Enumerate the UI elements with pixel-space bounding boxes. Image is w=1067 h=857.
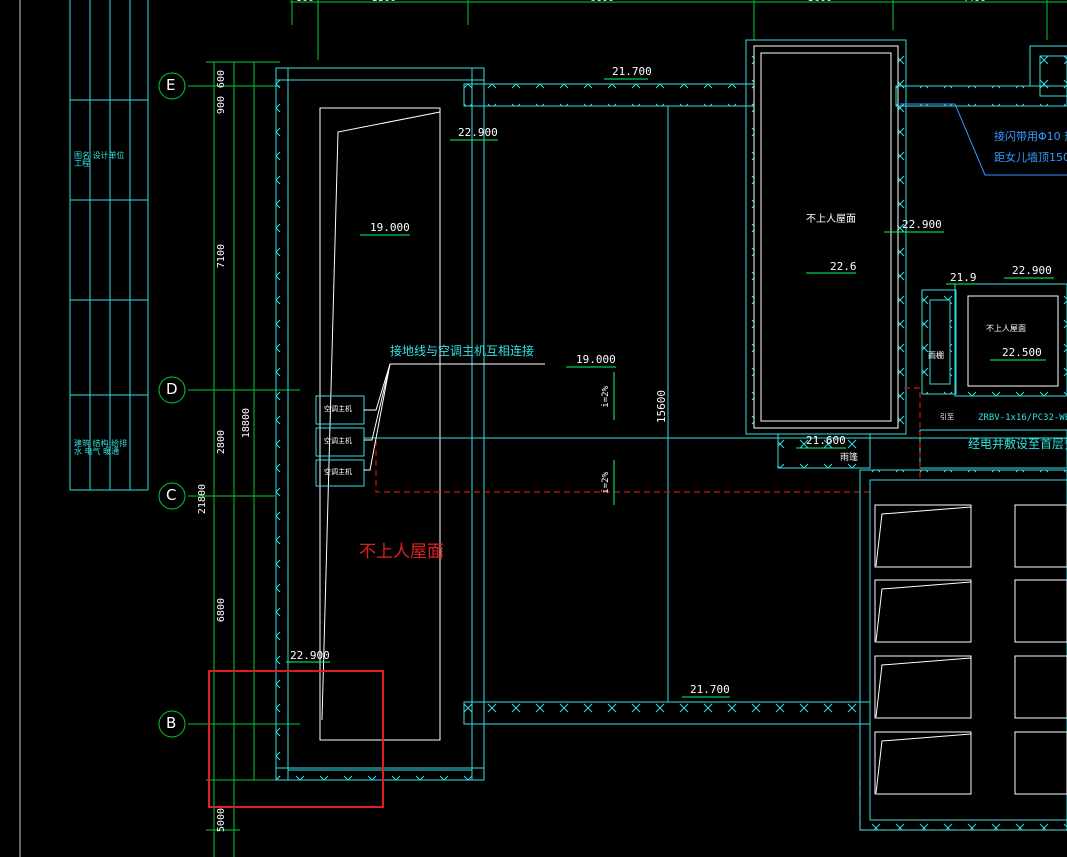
roof-label-red: 不上人屋面 [359, 542, 444, 562]
dim-top-3600: 3600 [808, 0, 832, 4]
dim-5000: 5000 [216, 808, 227, 833]
ground-note: 接地线与空调主机互相连接 [390, 344, 535, 358]
axis-label-c: C [166, 486, 177, 504]
slope-2: i=2% [601, 472, 611, 494]
roof-label-right: 不上人屋面 [806, 214, 856, 225]
dim-6800: 6800 [216, 598, 227, 623]
dim-900: 900 [216, 96, 227, 115]
dim-top-4400: 4400 [962, 0, 986, 4]
ac-label-3: 空调主机 [324, 468, 352, 476]
window-grid [859, 469, 1067, 831]
dim-15600: 15600 [655, 390, 668, 424]
elev-22900-left: 22.900 [458, 126, 498, 139]
title-block-text-b: 建筑 结构 给排水 电气 暖通 [74, 439, 128, 456]
elev-21-9: 21.9 [950, 271, 977, 284]
elev-19000-left: 19.000 [370, 221, 410, 234]
highlight-box[interactable] [208, 670, 384, 808]
dim-7100: 7100 [216, 244, 227, 269]
slope-1: i=2% [601, 386, 611, 408]
elev-22900-right: 22.900 [902, 218, 942, 231]
cable-label: ZRBV-1x16/PC32-WE [978, 413, 1067, 423]
dim-top-3300: 3300 [372, 0, 396, 4]
canopy-label-2: 雨篷 [840, 453, 859, 463]
elev-22900-bottom: 22.900 [290, 649, 330, 662]
dim-600: 600 [216, 70, 227, 89]
elev-21600: 21.600 [806, 434, 846, 447]
right-block [745, 39, 907, 435]
grid-lines [188, 0, 1067, 857]
dim-21800: 21800 [197, 484, 208, 515]
ac-label-1: 空调主机 [324, 405, 352, 413]
ac-label-2: 空调主机 [324, 437, 352, 445]
roof-label-small: 不上人屋面 [986, 324, 1026, 333]
axis-bubble-e [158, 72, 186, 100]
elev-22500: 22.500 [1002, 346, 1042, 359]
blue-note-2: 距女儿墙顶150, 每 [994, 151, 1067, 164]
elev-22-6: 22.6 [830, 260, 857, 273]
blue-note-1: 接闪带用Φ10 热镀锌 [994, 130, 1067, 143]
blue-leader [900, 103, 1067, 176]
elev-21700-top: 21.700 [612, 65, 652, 78]
axis-label-e: E [166, 76, 176, 94]
axis-bubble-b [158, 710, 186, 738]
small-block [777, 283, 1067, 469]
ac-units [315, 363, 1067, 487]
dim-top-6600: 6600 [590, 0, 614, 4]
dim-18800: 18800 [241, 408, 252, 439]
title-block-text-a: 图名 设计单位 工程 [74, 151, 125, 168]
elev-21700-bottom: 21.700 [690, 683, 730, 696]
title-block [19, 0, 149, 857]
axis-label-d: D [166, 380, 178, 398]
central-parapets [463, 83, 920, 725]
left-roof-walls [275, 67, 485, 781]
dim-2800: 2800 [216, 430, 227, 455]
cable-prefix: 引至 [940, 413, 954, 421]
axis-bubble-d [158, 376, 186, 404]
canopy-label: 雨棚 [928, 351, 944, 360]
bottom-note: 经电井敷设至首层预留 [968, 437, 1067, 451]
axis-bubble-c [158, 482, 186, 510]
elevation-markers [286, 78, 1054, 698]
elev-22900-far: 22.900 [1012, 264, 1052, 277]
elev-19000-center: 19.000 [576, 353, 616, 366]
axis-label-b: B [166, 714, 177, 732]
dim-top-800: 800 [296, 0, 314, 4]
top-right-parapet [895, 45, 1067, 107]
